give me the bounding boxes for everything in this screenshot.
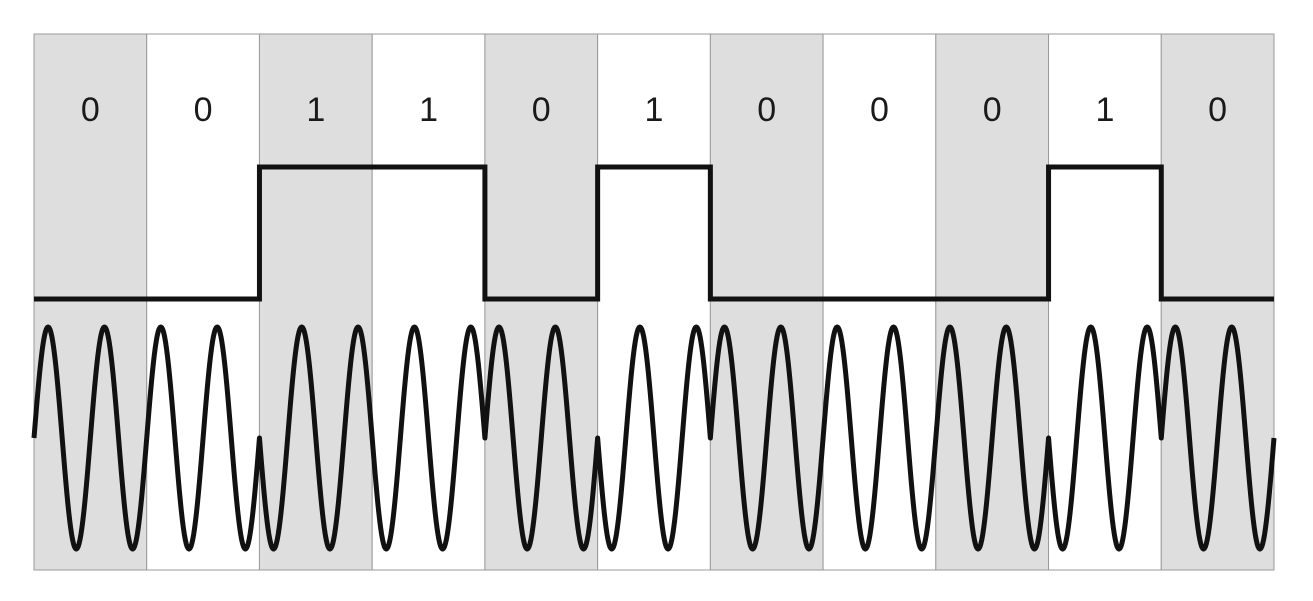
bit-cell bbox=[1048, 33, 1162, 571]
modulated-carrier-wave bbox=[31, 324, 1277, 552]
bit-cell bbox=[935, 33, 1050, 571]
bit-label: 0 bbox=[757, 91, 776, 129]
bit-cell bbox=[484, 33, 599, 571]
bit-label: 0 bbox=[81, 91, 100, 129]
digital-signal-square-wave bbox=[34, 164, 1274, 302]
bit-cell bbox=[371, 33, 486, 571]
bit-cells bbox=[33, 33, 1275, 571]
bit-label: 1 bbox=[419, 91, 438, 129]
bit-cell bbox=[146, 33, 260, 571]
bit-labels: 0 0 1 1 0 1 0 0 0 1 0 bbox=[81, 91, 1227, 129]
bit-cell bbox=[822, 33, 937, 571]
bit-label: 0 bbox=[532, 91, 551, 129]
bit-label: 1 bbox=[1095, 91, 1114, 129]
bit-cell bbox=[709, 33, 824, 571]
bit-label: 0 bbox=[1208, 91, 1227, 129]
bit-cell bbox=[258, 33, 373, 571]
bit-cell bbox=[597, 33, 711, 571]
bit-label: 0 bbox=[983, 91, 1002, 129]
bit-cell bbox=[33, 33, 148, 571]
bit-label: 1 bbox=[645, 91, 664, 129]
bit-cell bbox=[1160, 33, 1275, 571]
bit-label: 0 bbox=[870, 91, 889, 129]
bit-label: 1 bbox=[306, 91, 325, 129]
bit-label: 0 bbox=[194, 91, 213, 129]
